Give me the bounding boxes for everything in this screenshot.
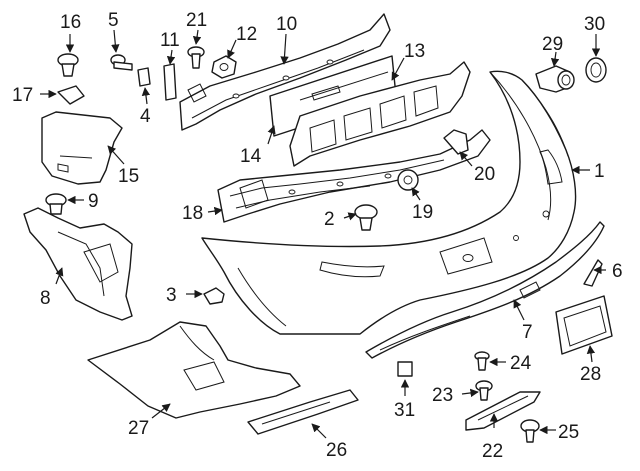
part-bumper-cover — [201, 70, 577, 335]
part-bumper-beam — [217, 129, 491, 223]
part-grommet-19 — [397, 169, 419, 191]
part-screw-21 — [187, 46, 205, 69]
part-grommet — [585, 57, 607, 83]
part-retainer-17 — [57, 85, 85, 105]
part-parking-sensor — [535, 65, 575, 93]
leader-lines — [40, 29, 606, 439]
callout-23: 23 — [432, 385, 453, 406]
callout-11: 11 — [160, 30, 180, 51]
callout-16: 16 — [60, 12, 81, 33]
callout-10: 10 — [276, 14, 297, 35]
callout-13: 13 — [404, 41, 425, 62]
part-clip-20 — [443, 129, 469, 155]
callout-5: 5 — [108, 10, 119, 31]
callout-20: 20 — [474, 164, 495, 185]
part-license-bracket — [555, 295, 613, 355]
callout-30: 30 — [584, 14, 605, 35]
part-nut-clip-3 — [203, 287, 225, 305]
part-pin-24 — [474, 351, 490, 371]
callout-14: 14 — [240, 146, 262, 167]
callout-17: 17 — [12, 85, 33, 106]
callout-15: 15 — [118, 166, 139, 187]
callout-12: 12 — [236, 24, 257, 45]
callout-21: 21 — [186, 10, 207, 31]
part-lower-valance — [365, 221, 605, 359]
callout-7: 7 — [522, 322, 533, 343]
part-nut-12 — [211, 55, 237, 79]
part-nut-31 — [397, 361, 413, 377]
part-push-clip-2 — [354, 204, 378, 231]
part-push-clip-25 — [520, 419, 540, 443]
callout-6: 6 — [612, 261, 623, 282]
callout-22: 22 — [482, 441, 503, 462]
callout-24: 24 — [510, 353, 532, 374]
part-side-support — [23, 207, 133, 321]
callout-3: 3 — [166, 285, 177, 306]
part-upper-reinforcement — [179, 13, 391, 131]
part-underbody-shield — [87, 321, 301, 419]
part-side-trim — [583, 259, 603, 287]
callout-26: 26 — [326, 440, 347, 461]
part-bracket-strip — [465, 391, 541, 431]
part-clip-9 — [45, 193, 67, 215]
part-clip-16 — [57, 53, 79, 77]
part-bolt-23 — [475, 380, 493, 401]
callout-27: 27 — [128, 418, 149, 439]
part-bolt-5 — [110, 54, 133, 71]
callout-29: 29 — [542, 34, 563, 55]
callout-4: 4 — [140, 106, 151, 127]
callout-9: 9 — [88, 191, 99, 212]
part-lower-strip — [247, 389, 359, 435]
part-bracket-11 — [163, 63, 177, 101]
callout-8: 8 — [40, 288, 51, 309]
callout-19: 19 — [412, 202, 433, 223]
callout-labels: 1 2 3 4 5 6 7 8 9 10 11 12 13 14 15 16 1… — [12, 10, 623, 462]
callout-1: 1 — [594, 161, 605, 182]
callout-2: 2 — [324, 209, 335, 230]
callout-31: 31 — [394, 400, 415, 421]
part-clip-4 — [137, 67, 151, 87]
callout-25: 25 — [558, 422, 579, 443]
part-side-insulator — [41, 111, 123, 185]
callout-28: 28 — [580, 364, 601, 385]
part-impact-absorber — [289, 61, 471, 167]
callout-18: 18 — [182, 203, 203, 224]
